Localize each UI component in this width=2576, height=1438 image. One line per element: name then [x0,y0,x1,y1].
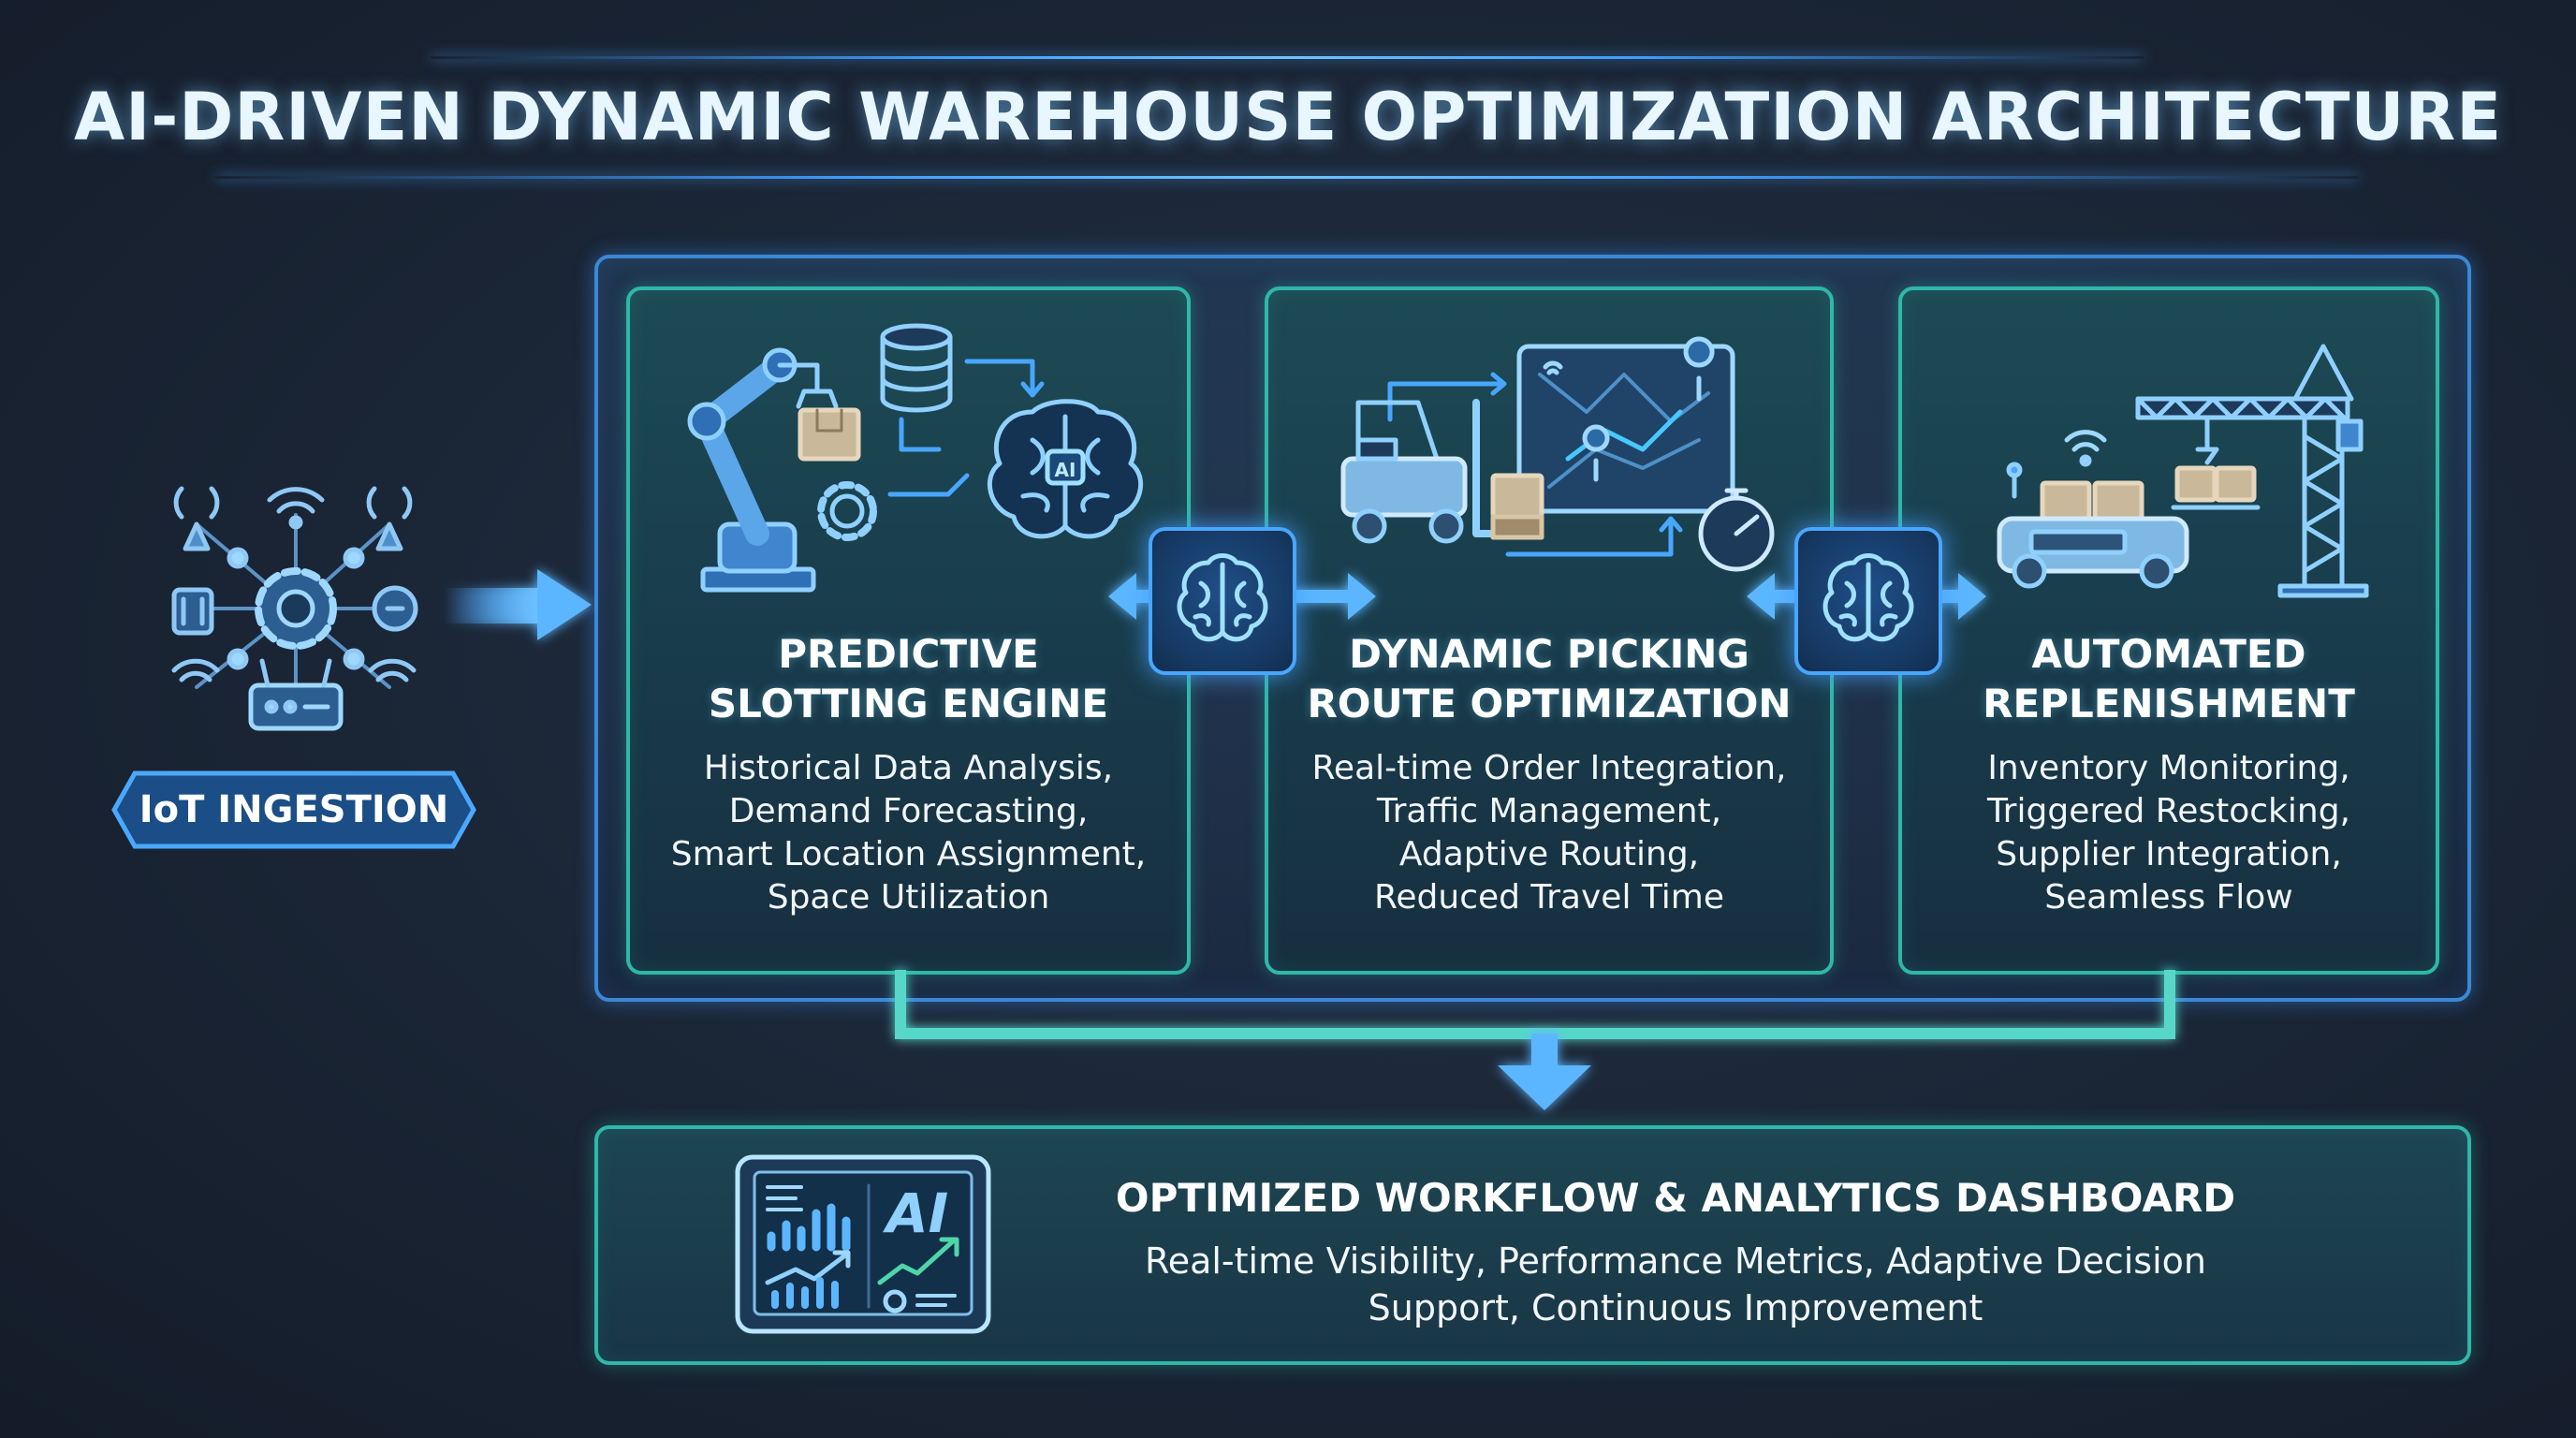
iot-flow-arrow [445,569,592,640]
card-desc-line-2: Demand Forecasting, [728,792,1089,830]
title-bottom-line [215,176,2359,179]
brain-connector-1 [1149,527,1296,675]
card-description: Inventory Monitoring, Triggered Restocki… [1902,747,2436,919]
dashboard-title: OPTIMIZED WORKFLOW & ANALYTICS DASHBOARD [1115,1175,2236,1221]
card-desc-line-4: Reduced Travel Time [1373,878,1724,917]
iot-network-icon [171,486,418,731]
dashboard-description: Real-time Visibility, Performance Metric… [1011,1238,2340,1331]
card-dynamic-picking: DYNAMIC PICKING ROUTE OPTIMIZATION Real-… [1265,286,1834,975]
card-title-line-2: SLOTTING ENGINE [708,681,1109,726]
dashboard-desc-line-1: Real-time Visibility, Performance Metric… [1145,1240,2206,1282]
brain-icon [1822,553,1914,642]
analytics-tablet-icon: AI [735,1154,991,1334]
card-title: DYNAMIC PICKING ROUTE OPTIMIZATION [1268,629,1830,728]
card-description: Real-time Order Integration, Traffic Man… [1268,747,1830,919]
iot-ingestion-label: IoT INGESTION [139,788,449,831]
card-description: Historical Data Analysis, Demand Forecas… [630,747,1187,919]
card-desc-line-4: Space Utilization [767,878,1050,917]
card-desc-line-3: Smart Location Assignment, [670,835,1147,873]
forklift-map-icon [1340,336,1775,572]
card-desc-line-3: Supplier Integration, [1996,835,2342,873]
robot-arm-ai-icon: AI [687,323,1144,593]
iot-ingestion-badge: IoT INGESTION [110,770,477,850]
card-desc-line-1: Real-time Order Integration, [1311,749,1787,787]
card-desc-line-2: Traffic Management, [1376,792,1722,830]
ai-chip-text: AI [1055,459,1076,481]
card-desc-line-2: Triggered Restocking, [1986,792,2350,830]
card-title-line-2: REPLENISHMENT [1983,681,2355,726]
card-title-line-1: DYNAMIC PICKING [1349,631,1749,677]
iot-badge-shape [111,770,476,849]
title-top-line [431,56,2144,59]
card-desc-line-3: Adaptive Routing, [1398,835,1700,873]
crane-agv-icon [1997,344,2369,598]
down-arrow [1498,1034,1591,1110]
card-desc-line-4: Seamless Flow [2044,878,2293,917]
card-title-line-2: ROUTE OPTIMIZATION [1307,681,1792,726]
collector-line [895,970,2175,1039]
dashboard-ai-logo: AI [883,1181,948,1245]
card-desc-line-1: Historical Data Analysis, [703,749,1114,787]
brain-connector-2 [1794,527,1942,675]
brain-icon [1177,553,1268,642]
card-predictive-slotting: AI PREDICTIVE SLOTTING ENGINE Historical… [626,286,1191,975]
page-title: AI-DRIVEN DYNAMIC WAREHOUSE OPTIMIZATION… [73,79,2503,155]
card-title-line-1: AUTOMATED [2031,631,2306,677]
card-desc-line-1: Inventory Monitoring, [1987,749,2350,787]
card-title-line-1: PREDICTIVE [778,631,1039,677]
dashboard-desc-line-2: Support, Continuous Improvement [1368,1287,1983,1328]
card-title: PREDICTIVE SLOTTING ENGINE [630,629,1187,728]
card-title: AUTOMATED REPLENISHMENT [1902,629,2436,728]
